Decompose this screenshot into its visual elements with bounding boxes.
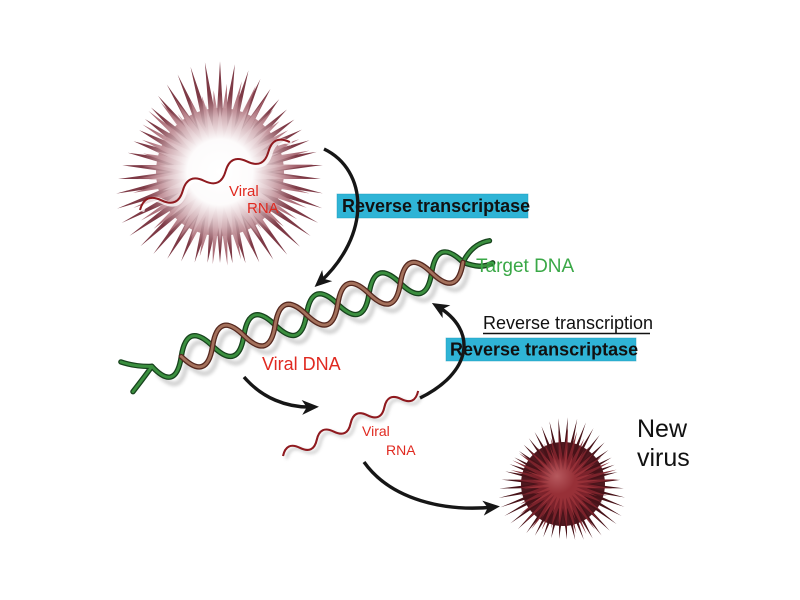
label-viral-rna-source-line1: Viral xyxy=(229,183,259,200)
label-reverse-transcriptase-right: Reverse transcriptase xyxy=(450,340,638,360)
label-viral-rna-mid-line2: RNA xyxy=(386,442,416,458)
label-viral-dna: Viral DNA xyxy=(262,354,341,374)
viral-rna-strand xyxy=(281,390,423,460)
label-reverse-transcription: Reverse transcription xyxy=(483,313,653,333)
label-reverse-transcriptase-top: Reverse transcriptase xyxy=(342,196,530,216)
label-target-dna: Target DNA xyxy=(476,256,575,277)
arrow-dna-to-rna xyxy=(242,375,319,415)
reverse-transcriptase-top-highlight xyxy=(336,193,529,219)
new-virus-icon xyxy=(498,417,625,540)
arrow-rna-to-new-virus xyxy=(362,461,500,516)
label-new-virus-line2: virus xyxy=(637,444,690,472)
new-virus-highlight xyxy=(539,458,575,494)
arrow-virus-to-dna xyxy=(314,147,360,287)
source-virus-glow xyxy=(142,94,298,250)
label-viral-rna-source-line2: RNA xyxy=(247,200,279,217)
source-virus-rna-strand xyxy=(139,138,293,213)
label-viral-rna-mid-line1: Viral xyxy=(362,423,390,439)
dna-strand-viral xyxy=(178,259,466,370)
label-new-virus-line1: New xyxy=(637,415,688,443)
reverse-transcriptase-right-highlight xyxy=(445,337,637,362)
source-virus-icon xyxy=(116,61,323,266)
arrow-rna-to-dna xyxy=(419,302,466,400)
dna-helix xyxy=(118,238,496,395)
viral-rna-shadow xyxy=(285,393,423,460)
